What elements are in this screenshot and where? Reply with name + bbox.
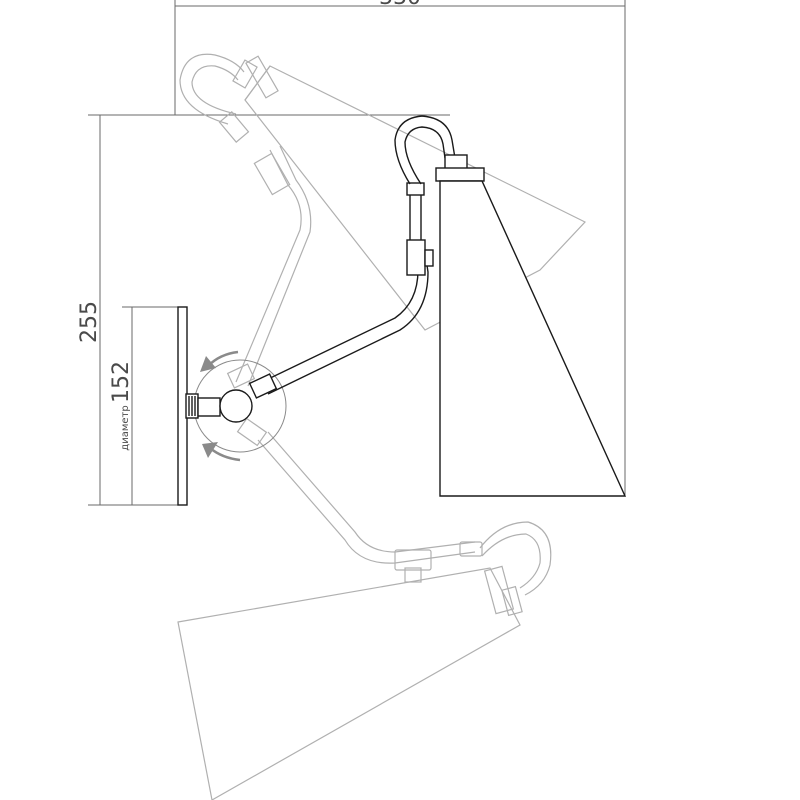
ghost-upper-collar — [232, 59, 258, 89]
ghost-lower-coupler — [394, 549, 432, 571]
ghost-upper-hook-inner — [191, 65, 239, 115]
gooseneck-hook — [394, 115, 456, 185]
ghost-upper-joint — [218, 111, 250, 143]
shade-socket — [444, 154, 468, 170]
ghost-joint-bottom — [236, 417, 268, 447]
dimension-lines — [88, 0, 626, 506]
hub-ball — [219, 389, 253, 423]
arm-coupler — [406, 239, 426, 276]
rotation-arrowhead-up-icon — [200, 356, 216, 372]
ghost-upper-arm — [235, 149, 302, 383]
arm-coupler-knob — [424, 249, 434, 267]
rotation-indicator — [193, 350, 287, 462]
arm-upper-joint — [406, 182, 425, 196]
shade-cap — [435, 167, 485, 182]
ghost-joint-top — [226, 363, 256, 389]
lamp-shade — [439, 180, 627, 497]
ghost-positions — [177, 53, 586, 800]
arm-joint-collar — [248, 373, 278, 399]
height-dimension-label: 255 — [77, 301, 102, 343]
main-lamp — [177, 115, 627, 506]
ghost-lower-joint — [459, 541, 483, 557]
ghost-lower-collar — [404, 567, 422, 583]
gooseneck-hook-inner — [404, 126, 446, 185]
rotation-arrowhead-down-icon — [202, 442, 218, 458]
ghost-upper-cap — [245, 55, 279, 99]
diameter-caption: диаметр — [120, 405, 131, 450]
ghost-upper-arm-inner — [247, 145, 312, 387]
ghost-upper-hook — [179, 53, 245, 125]
diameter-dimension-label: 152 — [109, 361, 134, 403]
ghost-upper-shade-edge — [244, 65, 271, 101]
main-arm-inner — [267, 244, 429, 395]
hub-neck — [197, 397, 221, 417]
ghost-lower-cap — [483, 565, 515, 615]
ghost-lower-shade — [177, 567, 521, 800]
ghost-lower-cap-ring — [501, 585, 523, 617]
width-dimension-label: 330 — [379, 0, 421, 10]
ghost-upper-coupler — [253, 152, 291, 196]
ghost-lower-hook — [479, 521, 552, 596]
ghost-lower-hook-inner — [481, 533, 541, 589]
